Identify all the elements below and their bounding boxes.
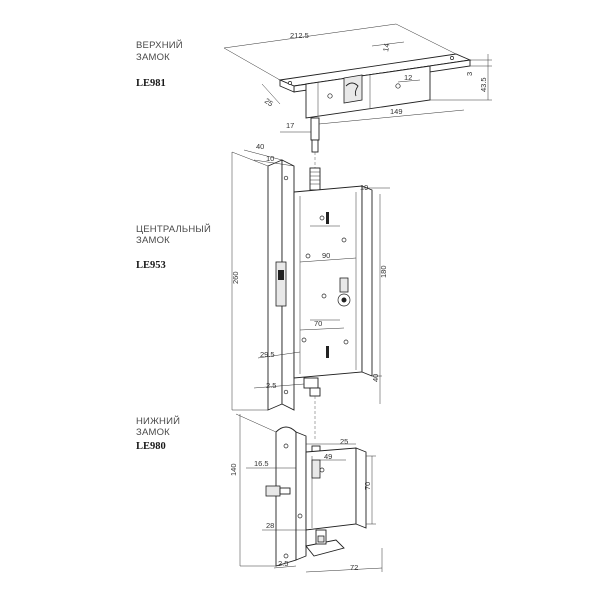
dim-bottom-25: 25 [340,437,348,446]
dim-center-70: 70 [314,319,322,328]
top-rod [310,117,320,141]
dim-top-length: 212.5 [290,31,309,40]
dim-bottom-2-5: 2.5 [278,559,288,568]
dim-bottom-72: 72 [350,563,358,572]
dim-center-40: 40 [256,142,264,151]
dim-center-2-5: 2.5 [266,381,276,390]
dim-top-43: 43.5 [479,77,488,92]
bottom-lock-label-line2: ЗАМОК [136,427,170,438]
top-lock-label-line1: ВЕРХНИЙ [136,39,183,51]
dim-top-3: 3 [465,72,474,76]
center-bottom-connector [303,377,319,389]
dim-bottom-16: 16.5 [254,459,269,468]
center-lock-label-line2: ЗАМОК [136,235,170,246]
top-lock-model: LE981 [136,78,166,89]
center-lock-label: ЦЕНТРАЛЬНЫЙ ЗАМОК LE953 [136,223,211,271]
dim-bottom-140: 140 [229,463,238,476]
bottom-lock-label: НИЖНИЙ ЗАМОК LE980 [136,415,180,452]
bottom-lock-model: LE980 [136,441,166,452]
dim-top-depth: 25 [263,96,275,108]
top-lock-label: ВЕРХНИЙ ЗАМОК LE981 [136,39,183,89]
dim-top-12: 12 [404,73,412,82]
dim-top-149: 149 [390,107,403,116]
top-lock-drawing: 212.5 25 14 12 3 43.5 17 149 [223,23,492,168]
dim-center-10: 10 [266,154,274,163]
dim-center-90: 90 [322,251,330,260]
center-lock-model: LE953 [136,260,166,271]
dim-center-19: 19 [360,183,368,192]
dim-center-180: 180 [379,265,388,278]
bottom-side-bolt [265,485,281,497]
dim-center-40b: 40 [371,374,380,382]
center-latch-window [275,261,287,307]
top-lock-label-line2: ЗАМОК [136,52,170,63]
center-top-connector [309,167,321,191]
dim-bottom-49: 49 [324,452,332,461]
dim-bottom-70: 70 [363,482,372,490]
dim-top-14: 14 [381,43,391,53]
top-latch [343,74,363,104]
bottom-lock-drawing: 140 25 16.5 49 70 28 2.5 72 [229,413,383,573]
dim-bottom-28: 28 [266,521,274,530]
dim-center-260: 260 [231,271,240,284]
dim-top-17: 17 [286,121,294,130]
dim-center-29: 29.5 [260,350,275,359]
center-lock-drawing: 260 40 10 19 180 90 70 29.5 2.5 40 [231,142,390,440]
bottom-lock-label-line1: НИЖНИЙ [136,415,180,427]
center-lock-label-line1: ЦЕНТРАЛЬНЫЙ [136,223,211,235]
